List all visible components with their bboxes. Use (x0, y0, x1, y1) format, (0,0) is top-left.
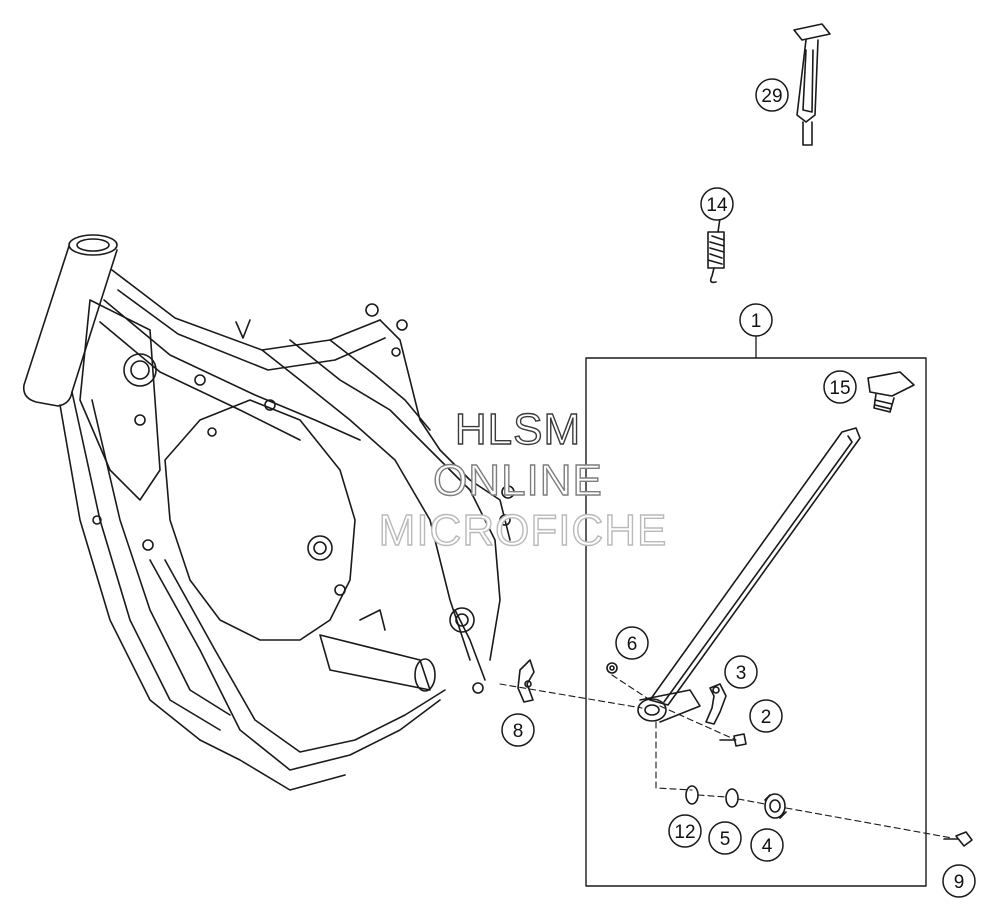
callout-circle-1[interactable] (739, 303, 773, 337)
callout-circle-2[interactable] (749, 699, 783, 733)
screw (719, 733, 747, 747)
washer-5 (725, 788, 739, 808)
callout-circle-8[interactable] (501, 713, 535, 747)
callout-group: 29 14 1 15 6 3 2 8 12 5 4 9 (501, 78, 976, 898)
watermark-line3: MICROFICHE (379, 506, 668, 555)
bolt-small (606, 662, 618, 674)
callout-circle-15[interactable] (823, 370, 857, 404)
callout-circle-9[interactable] (942, 864, 976, 898)
callout-label-29: 29 (761, 86, 782, 107)
callout-circle-12[interactable] (668, 814, 702, 848)
stand-tool (793, 23, 831, 146)
rubber-foot (867, 371, 915, 413)
assembly-box (585, 357, 927, 887)
stand-sensor (517, 659, 535, 703)
motorcycle-frame (22, 234, 515, 791)
callout-circle-3[interactable] (724, 655, 758, 689)
callout-label-14: 14 (706, 195, 728, 216)
pivot-bolt (943, 831, 973, 847)
callout-label-15: 15 (829, 378, 850, 399)
spring-bracket (705, 683, 727, 725)
bushing (764, 793, 787, 819)
callout-label-12: 12 (674, 822, 695, 843)
callout-label-5: 5 (720, 829, 731, 850)
side-stand-leg (637, 427, 861, 723)
callout-label-4: 4 (762, 836, 773, 857)
callout-circle-29[interactable] (755, 78, 789, 112)
watermark: HLSM ONLINE MICROFICHE (378, 404, 668, 555)
assembly-lines (499, 674, 953, 839)
callout-label-6: 6 (627, 634, 638, 655)
callout-circle-6[interactable] (615, 626, 649, 660)
callout-circle-14[interactable] (700, 187, 734, 221)
callout-label-3: 3 (736, 663, 747, 684)
callout-label-8: 8 (513, 721, 524, 742)
washer-12 (685, 785, 699, 805)
watermark-line1: HLSM (455, 405, 581, 454)
callout-label-9: 9 (954, 872, 965, 893)
watermark-line2: ONLINE (433, 456, 603, 505)
callout-label-1: 1 (751, 311, 762, 332)
callout-circle-5[interactable] (708, 821, 742, 855)
callout-circle-4[interactable] (750, 828, 784, 862)
callout-label-2: 2 (761, 707, 772, 728)
